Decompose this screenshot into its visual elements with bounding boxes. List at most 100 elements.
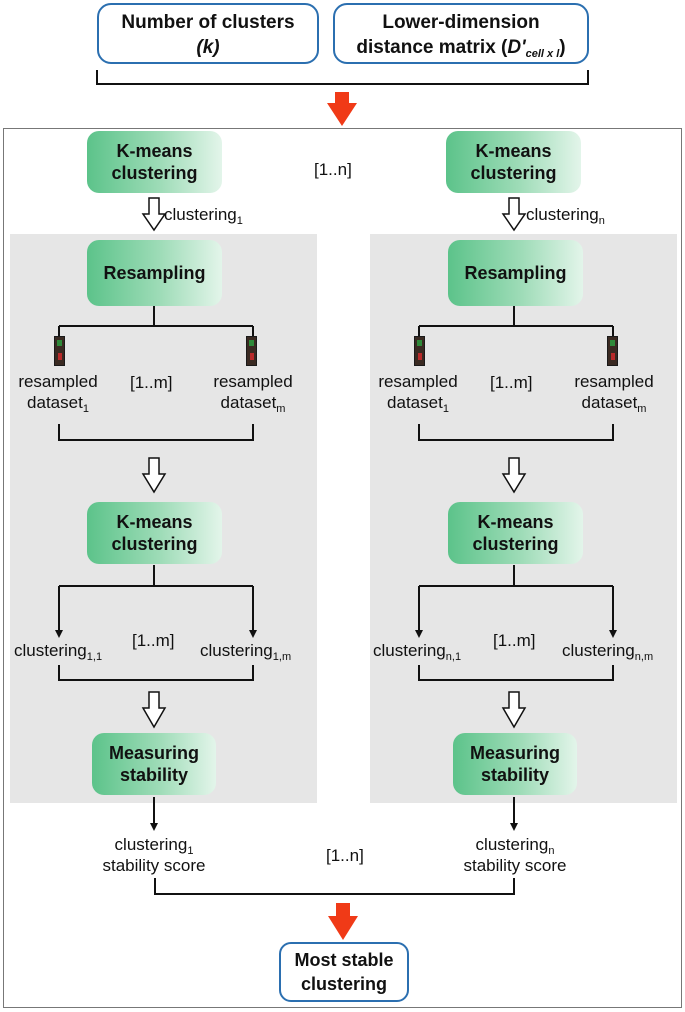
- bottom-red-arrow: [328, 903, 358, 940]
- right-resampling-box: Resampling: [448, 240, 583, 306]
- right-kmeans-line1: K-means: [475, 141, 552, 161]
- right-resampled-range: [1..m]: [490, 373, 533, 392]
- right-score-sub: n: [548, 845, 555, 857]
- right-measuring-line1: Measuring: [469, 743, 561, 763]
- left-score-line2: stability score: [102, 856, 206, 875]
- left-resampled-first-line2: dataset1: [10, 392, 106, 415]
- right-kmeans2-line2: clustering: [472, 534, 559, 554]
- left-resampled-first-line1: resampled: [18, 372, 98, 391]
- right-resampling-text: Resampling: [464, 263, 567, 283]
- left-sub-clustering-last-sub: 1,m: [272, 651, 292, 663]
- left-score-line1: clustering1: [92, 834, 216, 857]
- left-kmeans-box: K-means clustering: [87, 131, 222, 193]
- left-hollow-arrow-1: [141, 197, 167, 232]
- left-score-text: clustering: [114, 835, 188, 854]
- left-measuring-line2: stability: [119, 765, 189, 785]
- right-resampled-first-sub: 1: [442, 403, 449, 415]
- right-kmeans2-line1: K-means: [477, 512, 554, 532]
- right-sub-brace: [418, 665, 614, 681]
- bottom-range-label: [1..n]: [326, 846, 364, 865]
- left-stability-score: clustering1 stability score: [92, 834, 216, 876]
- left-resampled-first: resampled dataset1: [10, 371, 106, 415]
- right-hollow-arrow-3: [501, 691, 527, 729]
- bottom-brace: [154, 878, 515, 895]
- distance-matrix-close: ): [559, 37, 566, 58]
- right-resampled-last: resampled datasetm: [561, 371, 667, 415]
- top-red-arrow: [327, 92, 357, 126]
- right-sub-range: [1..m]: [493, 631, 536, 650]
- left-resampled-last-sub: m: [276, 403, 286, 415]
- left-resampling-box: Resampling: [87, 240, 222, 306]
- right-clustering-label: clusteringn: [526, 204, 605, 227]
- left-kmeans2-box: K-means clustering: [87, 502, 222, 564]
- right-clustering-text: clustering: [526, 205, 599, 224]
- left-resampling-text: Resampling: [103, 263, 206, 283]
- left-kmeans2-line1: K-means: [116, 512, 193, 532]
- left-resample-brace: [58, 424, 254, 441]
- right-matrix-icon-1: [414, 336, 425, 366]
- left-measuring-line1: Measuring: [108, 743, 200, 763]
- top-range-label: [1..n]: [314, 160, 352, 179]
- right-sub-clustering-last: clusteringn,m: [562, 640, 654, 663]
- distance-matrix-subscript: cell x l: [525, 48, 560, 60]
- right-resampled-last-sub: m: [637, 403, 647, 415]
- right-resampled-last-line1: resampled: [574, 372, 654, 391]
- left-sub-clustering-first: clustering1,1: [14, 640, 102, 663]
- right-sub-clustering-first: clusteringn,1: [373, 640, 462, 663]
- right-kmeans2-box: K-means clustering: [448, 502, 583, 564]
- left-sub-clustering-last-text: clustering: [200, 641, 273, 660]
- left-resampled-last-line2: datasetm: [200, 392, 306, 415]
- final-line2: clustering: [300, 974, 388, 994]
- right-resample-brace: [418, 424, 614, 441]
- right-kmeans2-fork: [419, 565, 613, 587]
- distance-matrix-line1: Lower-dimension: [382, 12, 540, 33]
- final-result-box: Most stable clustering: [279, 942, 409, 1002]
- right-resample-fork: [418, 306, 614, 336]
- distance-matrix-symbol: D': [507, 37, 526, 58]
- left-resampled-last-text: dataset: [220, 393, 277, 412]
- final-line1: Most stable: [294, 950, 394, 970]
- right-resampled-first-line2: dataset1: [370, 392, 466, 415]
- left-sub-clustering-first-text: clustering: [14, 641, 87, 660]
- right-kmeans-box: K-means clustering: [446, 131, 581, 193]
- left-resampled-range: [1..m]: [130, 373, 173, 392]
- left-hollow-arrow-2: [141, 457, 167, 494]
- right-score-line2: stability score: [463, 856, 567, 875]
- top-brace: [96, 70, 589, 85]
- right-resampled-first: resampled dataset1: [370, 371, 466, 415]
- left-resampled-first-text: dataset: [27, 393, 83, 412]
- right-matrix-icon-m: [607, 336, 618, 366]
- right-measuring-line2: stability: [480, 765, 550, 785]
- right-score-line1: clusteringn: [453, 834, 577, 857]
- right-kmeans-line2: clustering: [470, 163, 557, 183]
- clusters-input-box: Number of clusters (k): [97, 3, 319, 64]
- right-resampled-first-line1: resampled: [378, 372, 458, 391]
- right-sub-clustering-first-sub: n,1: [445, 651, 462, 663]
- left-kmeans-line1: K-means: [116, 141, 193, 161]
- clusters-input-line2: (k): [196, 37, 220, 58]
- right-resampled-last-line2: datasetm: [561, 392, 667, 415]
- clusters-input-line1: Number of clusters: [121, 12, 295, 33]
- right-hollow-arrow-1: [501, 197, 527, 232]
- left-kmeans2-line2: clustering: [111, 534, 198, 554]
- distance-matrix-box: Lower-dimension distance matrix (D'cell …: [333, 3, 589, 64]
- distance-matrix-text: distance matrix (: [356, 37, 508, 58]
- left-resampled-last-line1: resampled: [213, 372, 293, 391]
- left-hollow-arrow-3: [141, 691, 167, 729]
- distance-matrix-line2: distance matrix (D'cell x l): [335, 35, 587, 60]
- left-sub-range: [1..m]: [132, 631, 175, 650]
- left-clustering-sub: 1: [236, 215, 243, 227]
- right-resampled-first-text: dataset: [387, 393, 443, 412]
- right-sub-clustering-last-text: clustering: [562, 641, 635, 660]
- left-clustering-label: clustering1: [164, 204, 243, 227]
- outer-frame: [3, 128, 682, 1008]
- right-hollow-arrow-2: [501, 457, 527, 494]
- right-clustering-sub: n: [598, 215, 605, 227]
- right-sub-clustering-last-sub: n,m: [634, 651, 654, 663]
- left-matrix-icon-1: [54, 336, 65, 366]
- left-resample-fork: [58, 306, 254, 336]
- right-stability-score: clusteringn stability score: [453, 834, 577, 876]
- left-kmeans2-fork: [59, 565, 253, 587]
- left-matrix-icon-m: [246, 336, 257, 366]
